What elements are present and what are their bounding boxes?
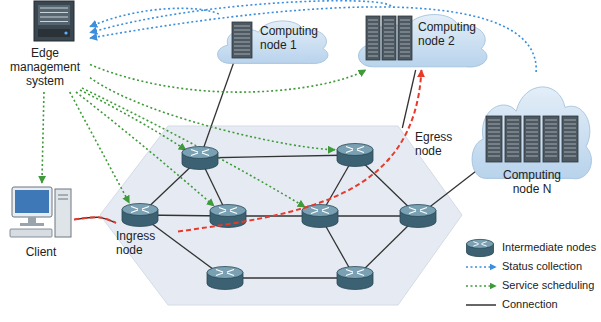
cloud-shape <box>472 87 591 179</box>
router-icon <box>337 267 373 290</box>
legend-sample <box>466 257 500 276</box>
computing-cloud: Computing node 1 <box>212 14 334 66</box>
connector <box>178 70 421 232</box>
scheduling-lines <box>76 88 305 207</box>
connector <box>74 217 116 223</box>
connector <box>90 7 536 72</box>
router-icon <box>207 267 243 290</box>
legend-row: Status collection <box>462 257 598 276</box>
node-label: Computing node N <box>492 168 572 196</box>
router-icon <box>302 205 338 228</box>
server-tower <box>34 1 74 41</box>
router-icon <box>400 205 436 228</box>
connector <box>90 8 219 26</box>
computer-icon <box>10 187 71 237</box>
node-label: Computing node 1 <box>260 24 328 52</box>
router-node: Egress node <box>335 128 460 170</box>
server-rack <box>524 116 540 162</box>
node-label: Computing node 2 <box>418 20 490 48</box>
router-icon <box>467 239 494 256</box>
router-icon <box>122 204 158 227</box>
computing-cloud: Computing node N <box>466 72 598 202</box>
legend-sample <box>466 295 500 314</box>
server-rack <box>562 116 578 162</box>
cloud-shape <box>218 21 328 64</box>
server-rack <box>382 16 396 60</box>
router-icons <box>182 147 436 290</box>
legend-label: Service scheduling <box>502 279 594 292</box>
connector <box>70 92 130 203</box>
legend-sample <box>466 238 500 257</box>
computing-cloud: Computing node 2 <box>352 6 494 70</box>
node-label: Egress node <box>415 130 459 158</box>
connector <box>74 217 116 223</box>
server-rack <box>398 16 412 60</box>
node-label: Ingress node <box>116 229 178 257</box>
legend-label: Intermediate nodes <box>502 241 596 254</box>
router-icon <box>182 147 218 170</box>
connector <box>90 65 366 93</box>
server-rack <box>232 22 252 58</box>
router-icon <box>337 144 373 167</box>
legend-label: Status collection <box>502 260 582 273</box>
connector <box>42 92 44 183</box>
legend-row: Intermediate nodes <box>462 238 598 257</box>
connector <box>402 70 415 128</box>
node-label: Edge management system <box>0 46 90 88</box>
management-server: Edge management system <box>0 0 90 92</box>
legend: Intermediate nodesStatus collectionServi… <box>462 238 598 314</box>
server-rack <box>366 16 380 60</box>
node-label: Client <box>8 245 74 259</box>
server-rack <box>486 116 502 162</box>
network-region <box>100 126 462 305</box>
legend-sample <box>466 276 500 295</box>
legend-label: Connection <box>502 298 558 311</box>
client-computer: Client <box>8 183 74 265</box>
router-node: Ingress node <box>116 203 178 269</box>
server-rack <box>543 116 559 162</box>
server-rack <box>505 116 521 162</box>
legend-row: Service scheduling <box>462 276 598 295</box>
legend-row: Connection <box>462 295 598 314</box>
